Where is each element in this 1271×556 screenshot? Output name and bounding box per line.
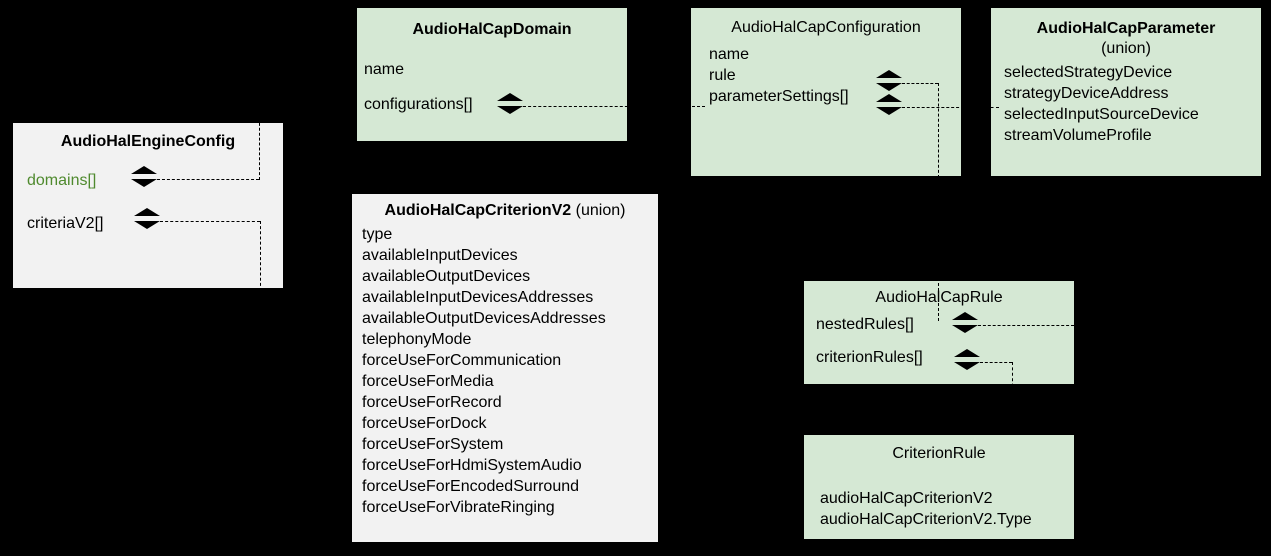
composition-diamond-nested-rules [952, 312, 978, 333]
attribute-criterion-rules: criterionRules[] [816, 349, 923, 366]
attribute-available-output-devices-addresses: availableOutputDevicesAddresses [362, 310, 606, 327]
attribute-force-use-for-dock: forceUseForDock [362, 415, 487, 432]
attribute-available-input-devices-addresses: availableInputDevicesAddresses [362, 289, 594, 306]
class-box-audio-hal-cap-criterion-v2[interactable]: AudioHalCapCriterionV2 (union) type avai… [352, 194, 658, 542]
connector-incoming-rule [938, 281, 939, 321]
class-title-criterion-rule: CriterionRule [892, 445, 986, 462]
class-title-audio-hal-cap-criterion-v2: AudioHalCapCriterionV2 (union) [352, 201, 658, 221]
class-box-audio-hal-cap-parameter[interactable]: AudioHalCapParameter (union) selectedStr… [991, 8, 1261, 176]
connector-criteria-v2-horizontal [160, 221, 260, 222]
attribute-audio-hal-cap-criterion-v2-type: audioHalCapCriterionV2.Type [820, 511, 1032, 528]
attribute-force-use-for-communication: forceUseForCommunication [362, 352, 562, 369]
attribute-parameter-settings: parameterSettings[] [709, 88, 849, 105]
attribute-audio-hal-cap-criterion-v2: audioHalCapCriterionV2 [820, 490, 993, 507]
attribute-selected-input-source-device: selectedInputSourceDevice [1004, 106, 1199, 123]
composition-diamond-configurations [497, 93, 523, 114]
attribute-force-use-for-system: forceUseForSystem [362, 436, 504, 453]
connector-parameter-settings-horizontal [902, 107, 961, 108]
connector-nested-rules-horizontal [978, 325, 1074, 326]
class-box-audio-hal-cap-configuration[interactable]: AudioHalCapConfiguration name rule param… [691, 8, 961, 176]
connector-domains-horizontal [157, 179, 259, 180]
composition-diamond-criteria-v2 [134, 208, 160, 229]
class-box-audio-hal-cap-rule[interactable]: AudioHalCapRule nestedRules[] criterionR… [804, 281, 1074, 384]
class-box-audio-hal-cap-domain[interactable]: AudioHalCapDomain name configurations[] [357, 8, 627, 141]
composition-diamond-rule [876, 70, 902, 91]
attribute-force-use-for-encoded-surround: forceUseForEncodedSurround [362, 478, 580, 495]
class-title-audio-hal-engine-config: AudioHalEngineConfig [60, 133, 236, 150]
attribute-name: name [364, 61, 405, 78]
attribute-configurations: configurations[] [364, 96, 473, 113]
class-box-audio-hal-engine-config[interactable]: AudioHalEngineConfig domains[] criteriaV… [13, 123, 283, 288]
attribute-domains: domains[] [27, 172, 97, 189]
class-title-text: AudioHalCapParameter [1036, 20, 1216, 37]
composition-diamond-criterion-rules [954, 349, 980, 370]
class-title-audio-hal-cap-domain: AudioHalCapDomain [412, 21, 572, 38]
attribute-type: type [362, 226, 393, 243]
attribute-available-output-devices: availableOutputDevices [362, 268, 531, 285]
attribute-selected-strategy-device: selectedStrategyDevice [1004, 64, 1173, 81]
class-title-suffix-union: (union) [1101, 40, 1151, 57]
attribute-stream-volume-profile: streamVolumeProfile [1004, 127, 1152, 144]
attribute-force-use-for-record: forceUseForRecord [362, 394, 502, 411]
class-title-suffix-union: (union) [575, 202, 626, 219]
composition-diamond-domains [131, 166, 157, 187]
attribute-telephony-mode: telephonyMode [362, 331, 472, 348]
attribute-available-input-devices: availableInputDevices [362, 247, 518, 264]
class-title-audio-hal-cap-parameter: AudioHalCapParameter [991, 19, 1261, 39]
class-title-audio-hal-cap-configuration: AudioHalCapConfiguration [731, 19, 921, 36]
connector-incoming-parameter-settings [991, 107, 999, 108]
attribute-criteria-v2: criteriaV2[] [27, 215, 104, 232]
class-title-text: AudioHalCapCriterionV2 [384, 202, 572, 219]
attribute-nested-rules: nestedRules[] [816, 316, 914, 333]
attribute-rule: rule [709, 67, 736, 84]
composition-diamond-parameter-settings [876, 94, 902, 115]
connector-incoming-configurations [691, 106, 705, 107]
connector-criteria-v2-vertical [260, 221, 261, 288]
connector-rule-horizontal [902, 83, 938, 84]
class-box-criterion-rule[interactable]: CriterionRule audioHalCapCriterionV2 aud… [804, 435, 1074, 539]
connector-rule-vertical [938, 83, 939, 176]
attribute-strategy-device-address: strategyDeviceAddress [1004, 85, 1169, 102]
connector-domains-vertical [259, 123, 260, 180]
connector-configurations-horizontal [523, 106, 627, 107]
attribute-force-use-for-media: forceUseForMedia [362, 373, 494, 390]
class-title-audio-hal-cap-rule: AudioHalCapRule [875, 289, 1003, 306]
attribute-configuration-name: name [709, 46, 750, 63]
connector-criterion-rules-vertical [1012, 362, 1013, 384]
attribute-force-use-for-vibrate-ringing: forceUseForVibrateRinging [362, 499, 555, 516]
connector-criterion-rules-horizontal [980, 362, 1012, 363]
attribute-force-use-for-hdmi-system-audio: forceUseForHdmiSystemAudio [362, 457, 582, 474]
